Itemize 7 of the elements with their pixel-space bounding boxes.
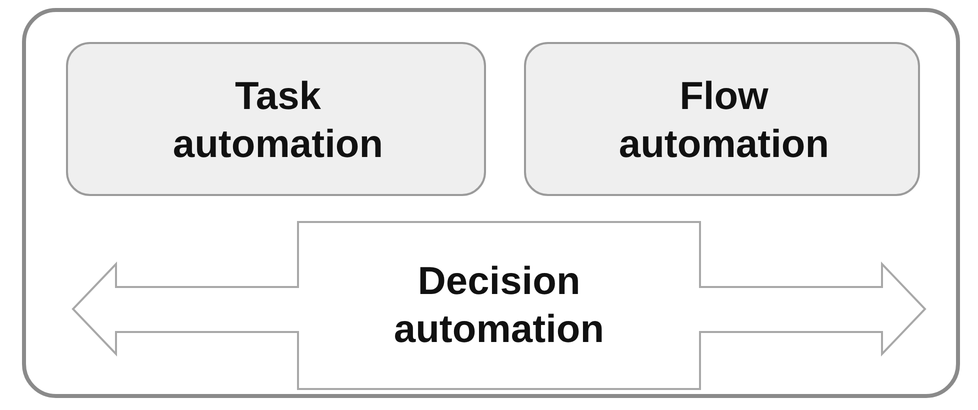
process-box: [524, 42, 920, 196]
node-label: Task automation: [172, 74, 384, 168]
double-arrow-box: [72, 222, 926, 390]
node-label: Decision automation: [392, 259, 606, 353]
process-box: [66, 42, 486, 196]
container-box: [22, 8, 960, 398]
node-label: Flow automation: [618, 74, 830, 168]
